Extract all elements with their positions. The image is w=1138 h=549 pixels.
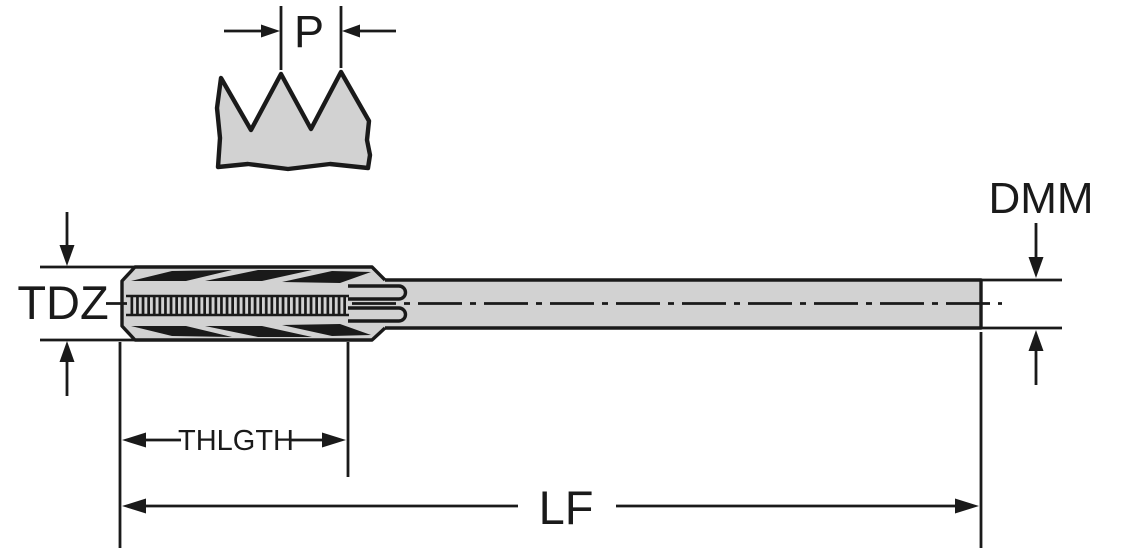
pitch-label: P [294,6,324,57]
flute-lands-top [131,270,371,283]
arrowhead-left-icon [122,432,146,448]
dimension-tdz: TDZ [17,212,150,396]
lf-label: LF [539,481,594,534]
tdz-label: TDZ [17,276,108,329]
arrowhead-left-icon [342,24,360,38]
arrowhead-up-icon [1028,330,1044,351]
flute-runouts [348,284,408,323]
thread-profile-detail: P [214,6,396,172]
arrowhead-right-icon [261,24,280,38]
arrowhead-up-icon [59,341,75,362]
dimension-lf: LF [122,332,983,548]
dimension-dmm: DMM [979,174,1094,385]
thread-profile-shape [214,69,373,172]
dmm-label: DMM [988,174,1093,223]
arrowhead-right-icon [955,498,979,514]
arrowhead-left-icon [122,498,146,514]
dimension-thlgth: THLGTH [118,342,350,548]
arrowhead-down-icon [1028,257,1044,278]
arrowhead-down-icon [59,245,75,266]
tap-body [106,265,1002,342]
thlgth-label: THLGTH [178,425,294,457]
thread-knurl-band [126,294,349,317]
arrowhead-right-icon [322,432,346,448]
flute-lands-bottom [131,324,371,337]
pitch-dimension: P [224,6,396,57]
